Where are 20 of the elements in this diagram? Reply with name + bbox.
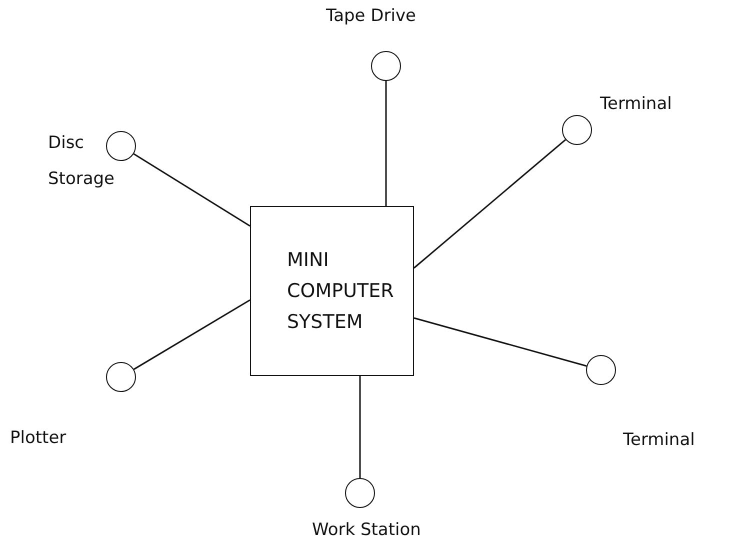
connector-line: [414, 317, 587, 367]
connector-line: [133, 153, 250, 227]
device-circle: [371, 51, 401, 81]
device-label: Disc Storage: [48, 132, 116, 191]
device-circle: [586, 355, 616, 385]
device-circle: [345, 478, 375, 508]
system-box: [250, 206, 414, 376]
device-label: Work Station: [312, 519, 421, 542]
system-label: MINI COMPUTER SYSTEM: [287, 248, 395, 334]
device-circle: [562, 115, 592, 145]
connector-line: [359, 376, 361, 478]
device-circle: [106, 362, 136, 392]
connector-line: [385, 81, 387, 206]
connector-line: [414, 139, 566, 269]
device-circle: [106, 131, 136, 161]
connector-line: [134, 299, 250, 370]
device-label: Terminal: [623, 429, 695, 452]
device-label: Terminal: [600, 93, 672, 116]
device-label: Tape Drive: [326, 5, 416, 28]
device-label: Plotter: [10, 427, 66, 450]
